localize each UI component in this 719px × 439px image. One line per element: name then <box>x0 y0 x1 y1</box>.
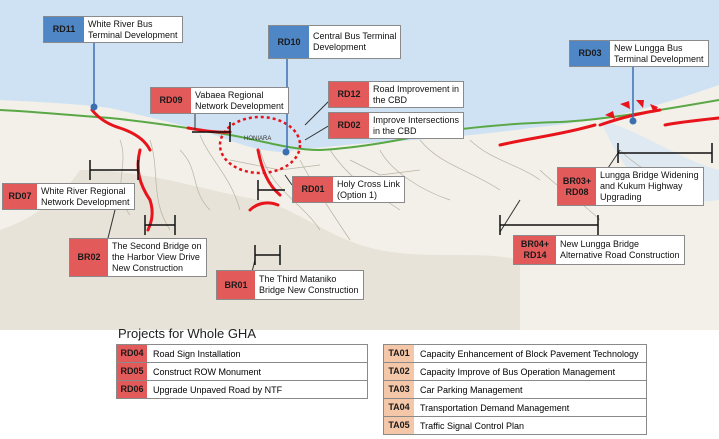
text-rd10: Central Bus Terminal Development <box>313 31 397 52</box>
label-rd11: RD11 White River Bus Terminal Developmen… <box>43 16 183 43</box>
project-row-rd05: RD05 Construct ROW Monument <box>116 362 368 381</box>
main-highway <box>0 99 719 152</box>
text-rd03: New Lungga Bus Terminal Development <box>614 42 704 64</box>
br04-road <box>498 123 597 147</box>
code-rd01: RD01 <box>293 177 333 202</box>
code-rd09: RD09 <box>151 88 191 113</box>
project-row-rd06: RD06 Upgrade Unpaved Road by NTF <box>116 380 368 399</box>
rd03-markers <box>605 100 658 119</box>
project-code: TA03 <box>384 381 414 398</box>
label-rd01: RD01 Holy Cross Link (Option 1) <box>292 176 406 203</box>
project-text: Capacity Improve of Bus Operation Manage… <box>420 366 616 377</box>
project-text: Car Parking Management <box>420 384 523 395</box>
project-row-ta04: TA04 Transportation Demand Management <box>383 398 647 417</box>
project-text: Road Sign Installation <box>153 348 241 359</box>
map-area[interactable]: HONIARA RD11 White River Bus Terminal De… <box>0 0 719 330</box>
text-rd07: White River Regional Network Development <box>41 185 130 207</box>
label-rd03: RD03 New Lungga Bus Terminal Development <box>569 40 709 67</box>
code-rd02: RD02 <box>329 113 369 138</box>
text-br02: The Second Bridge on the Harbor View Dri… <box>112 241 202 273</box>
bus-terminal-markers <box>90 103 637 156</box>
project-row-ta05: TA05 Traffic Signal Control Plan <box>383 416 647 435</box>
text-rd09: Vabaea Regional Network Development <box>195 89 284 111</box>
br03-road-east <box>663 116 719 127</box>
place-label-honiara: HONIARA <box>244 136 271 142</box>
project-text: Upgrade Unpaved Road by NTF <box>153 384 283 395</box>
code-rd03: RD03 <box>570 41 610 66</box>
project-text: Capacity Enhancement of Block Pavement T… <box>420 348 639 359</box>
code-rd12: RD12 <box>329 82 369 107</box>
project-row-rd04: RD04 Road Sign Installation <box>116 344 368 363</box>
text-rd11: White River Bus Terminal Development <box>88 18 178 40</box>
code-br02: BR02 <box>70 239 108 276</box>
label-rd07: RD07 White River Regional Network Develo… <box>2 183 135 210</box>
code-br03: BR03+ RD08 <box>558 168 596 205</box>
label-rd02: RD02 Improve Intersections in the CBD <box>328 112 465 139</box>
label-rd09: RD09 Vabaea Regional Network Development <box>150 87 289 114</box>
project-code: TA05 <box>384 417 414 434</box>
br01-road <box>248 201 280 212</box>
text-rd01: Holy Cross Link (Option 1) <box>337 178 401 200</box>
rd01-road <box>256 148 282 197</box>
label-br02: BR02 The Second Bridge on the Harbor Vie… <box>69 238 207 277</box>
project-row-ta03: TA03 Car Parking Management <box>383 380 647 399</box>
code-rd10: RD10 <box>269 26 309 58</box>
project-code: TA04 <box>384 399 414 416</box>
label-br04: BR04+ RD14 New Lungga Bridge Alternative… <box>513 235 685 265</box>
project-code: RD05 <box>117 363 147 380</box>
extent-arrows <box>89 122 713 265</box>
project-text: Construct ROW Monument <box>153 366 262 377</box>
label-br03: BR03+ RD08 Lungga Bridge Widening and Ku… <box>557 167 704 206</box>
projects-title: Projects for Whole GHA <box>118 326 256 341</box>
code-rd11: RD11 <box>44 17 84 42</box>
project-code: TA01 <box>384 345 414 362</box>
project-text: Transportation Demand Management <box>420 402 570 413</box>
cbd-circle <box>218 115 302 175</box>
project-code: TA02 <box>384 363 414 380</box>
hills <box>0 170 520 330</box>
label-br01: BR01 The Third Mataniko Bridge New Const… <box>216 270 364 300</box>
text-br03: Lungga Bridge Widening and Kukum Highway… <box>600 170 699 202</box>
project-row-ta02: TA02 Capacity Improve of Bus Operation M… <box>383 362 647 381</box>
code-br04: BR04+ RD14 <box>514 236 556 264</box>
text-rd12: Road Improvement in the CBD <box>373 83 460 105</box>
code-rd07: RD07 <box>3 184 37 209</box>
project-row-ta01: TA01 Capacity Enhancement of Block Pavem… <box>383 344 647 363</box>
rd11-road <box>90 108 152 152</box>
project-code: RD06 <box>117 381 147 398</box>
project-text: Traffic Signal Control Plan <box>420 420 525 431</box>
text-rd02: Improve Intersections in the CBD <box>373 114 460 136</box>
text-br01: The Third Mataniko Bridge New Constructi… <box>259 274 359 295</box>
text-br04: New Lungga Bridge Alternative Road Const… <box>560 239 680 260</box>
label-rd10: RD10 Central Bus Terminal Development <box>268 25 402 59</box>
label-rd12: RD12 Road Improvement in the CBD <box>328 81 465 108</box>
code-br01: BR01 <box>217 271 255 299</box>
project-code: RD04 <box>117 345 147 362</box>
